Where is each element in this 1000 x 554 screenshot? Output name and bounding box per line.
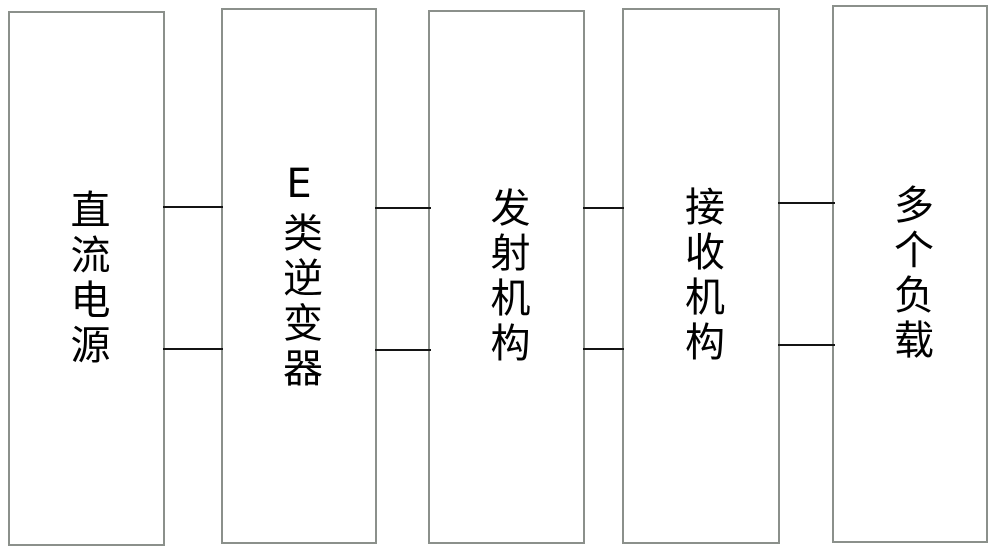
block-label-multiple-loads: 多个负载 [887,184,933,364]
connector-line-transmit-to-receive-top [583,207,624,209]
block-label-transmit-mechanism: 发射机构 [483,187,530,367]
connector-line-dc-to-inverter-bottom [163,348,223,350]
block-label-class-e-inverter: E类逆变器 [276,160,322,392]
connector-line-transmit-to-receive-bottom [583,348,624,350]
connector-line-inverter-to-transmit-bottom [375,349,431,351]
connector-line-receive-to-loads-bottom [778,344,835,346]
block-label-receive-mechanism: 接收机构 [678,186,724,366]
block-receive-mechanism: 接收机构 [622,8,780,544]
connector-line-receive-to-loads-top [778,202,835,204]
block-multiple-loads: 多个负载 [832,5,988,543]
block-label-dc-power-source: 直流电源 [63,188,110,369]
block-transmit-mechanism: 发射机构 [428,10,585,544]
connector-line-dc-to-inverter-top [163,206,223,208]
block-dc-power-source: 直流电源 [8,11,165,546]
connector-line-inverter-to-transmit-top [375,207,431,209]
block-class-e-inverter: E类逆变器 [221,8,377,544]
